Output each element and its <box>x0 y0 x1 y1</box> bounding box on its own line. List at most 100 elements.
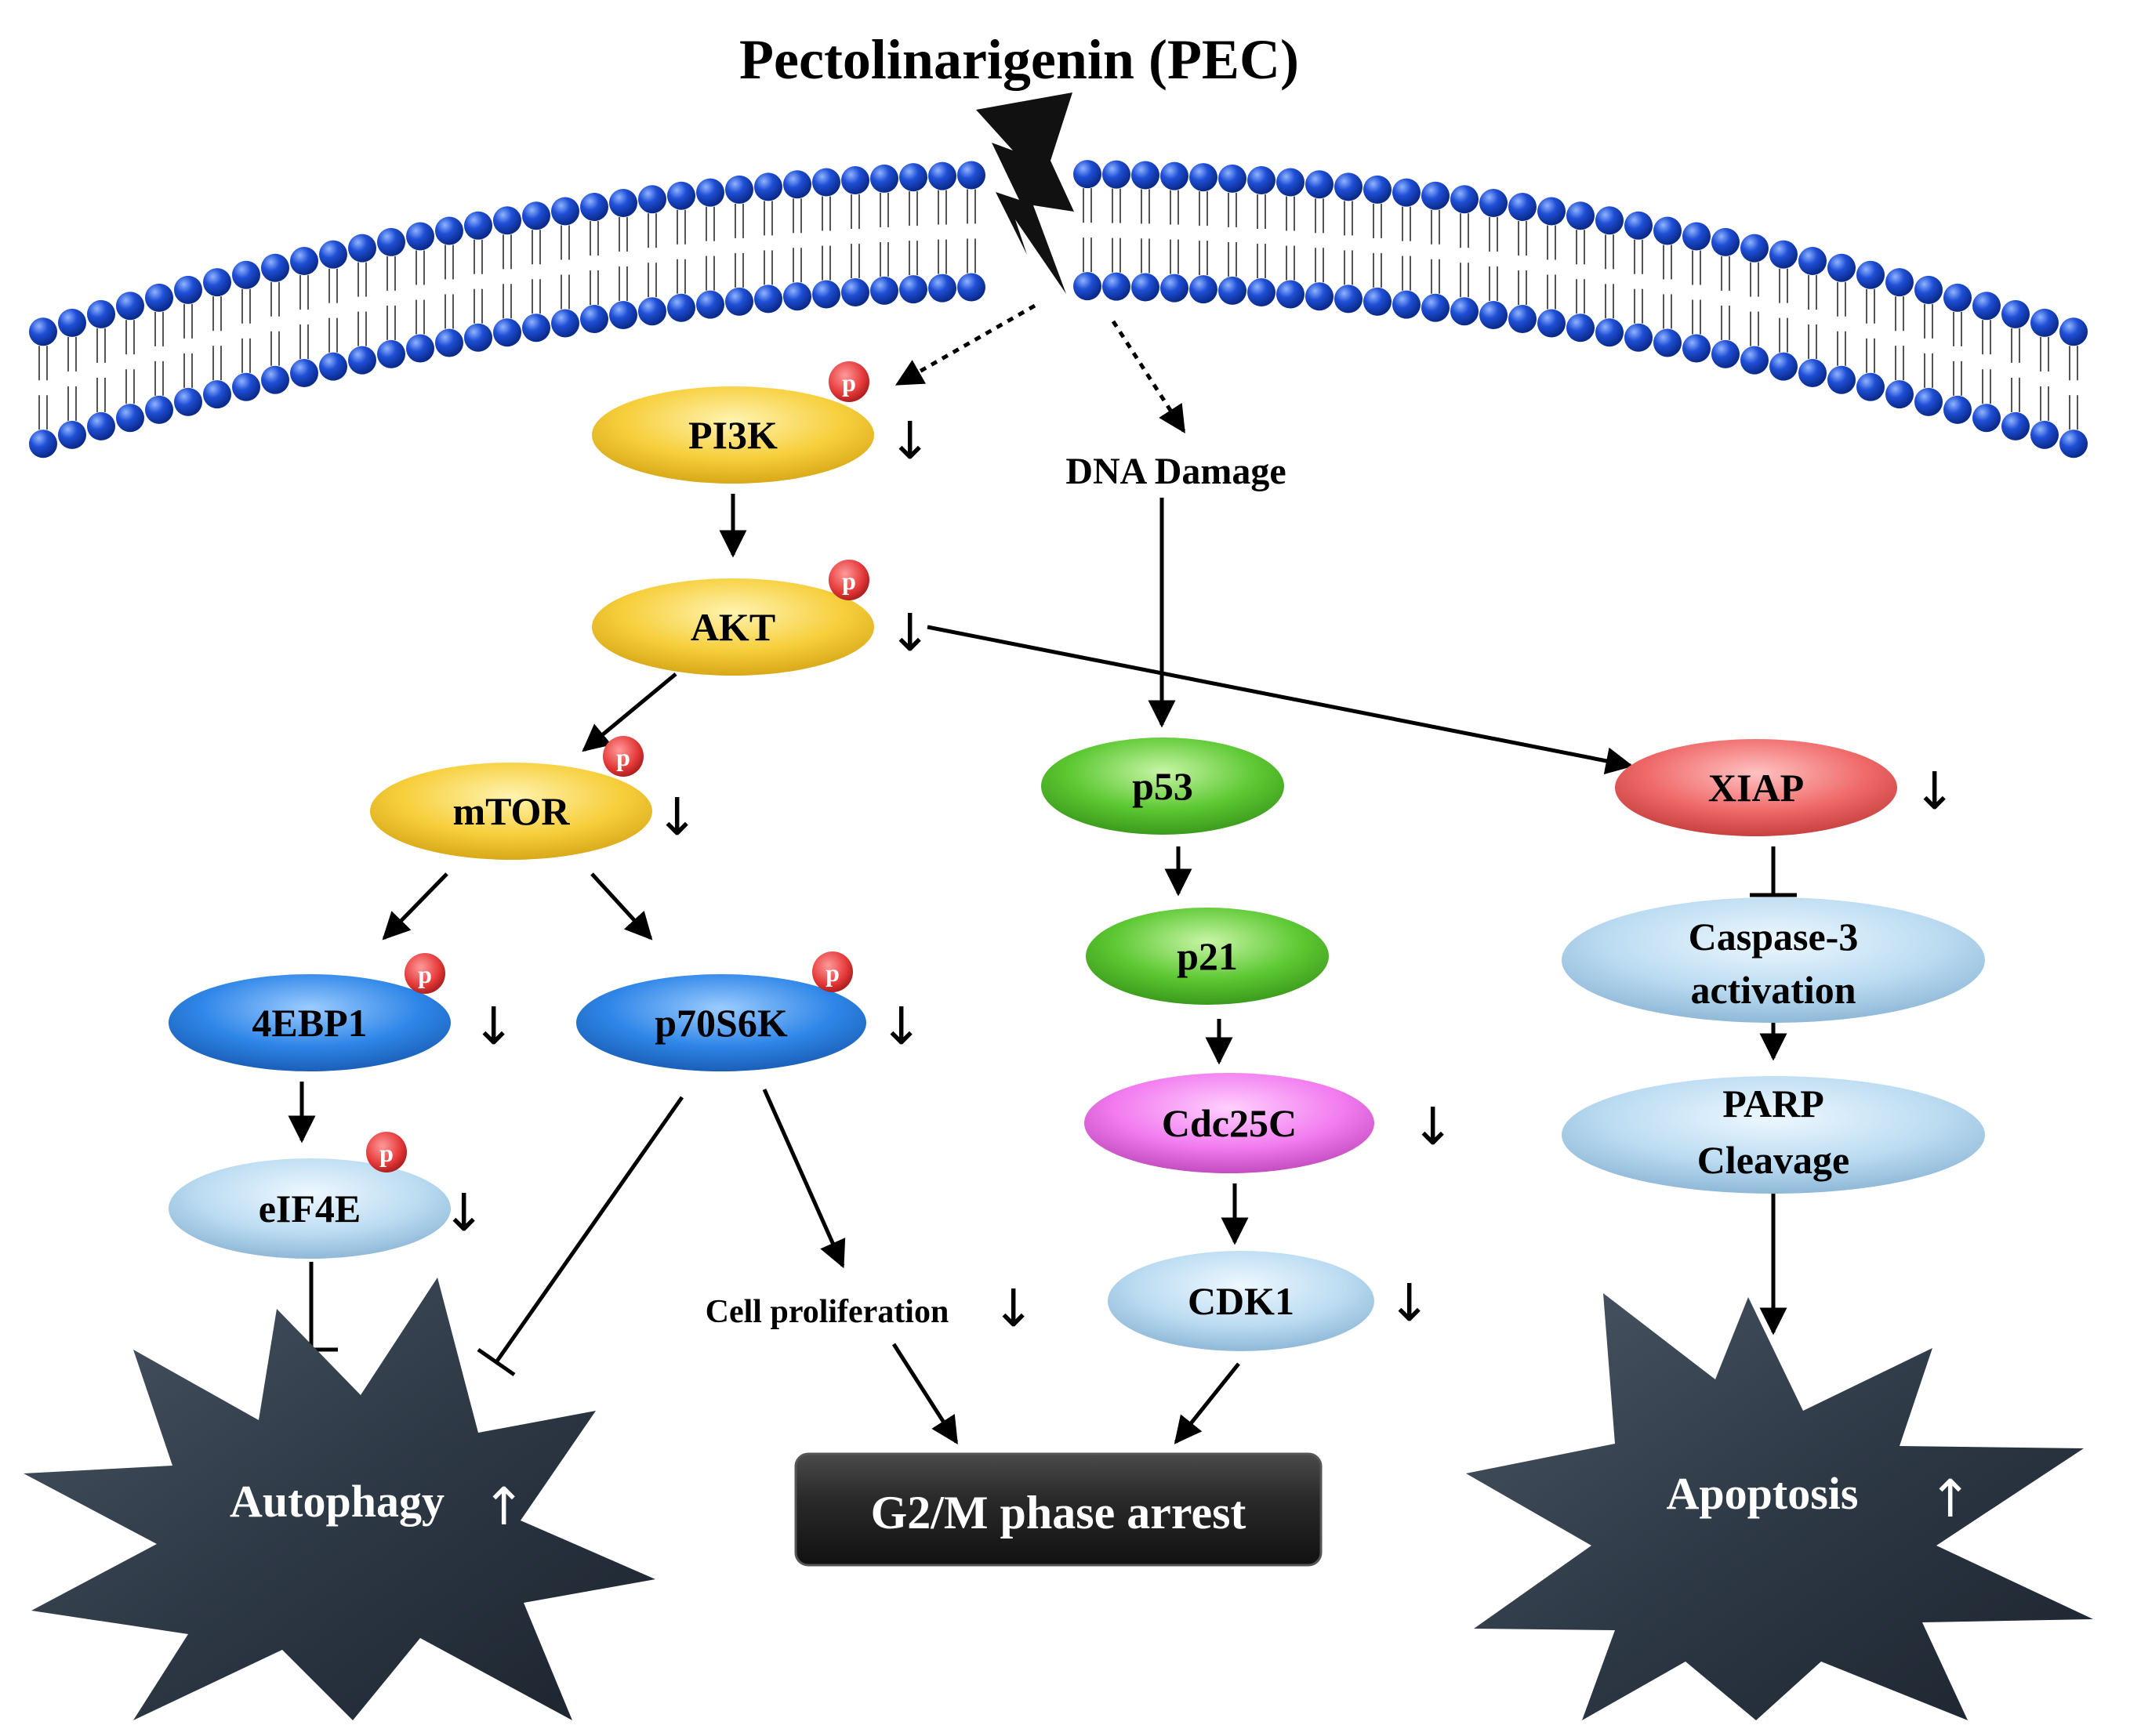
lipid-head <box>1073 160 1101 189</box>
lipid-head <box>754 172 782 201</box>
lipid-head <box>812 168 840 197</box>
lipid-head <box>1711 339 1740 368</box>
eif4e-label: eIF4E <box>259 1187 361 1230</box>
lipid-head <box>1276 280 1304 309</box>
lipid-head <box>116 404 144 433</box>
lipid-head <box>2001 411 2030 440</box>
lipid-head <box>638 297 666 326</box>
lipid-head <box>319 240 347 269</box>
lipid-head <box>1682 334 1711 363</box>
lipid-head <box>1189 163 1217 192</box>
lipid-head <box>1885 380 1914 409</box>
phospho-label-akt: p <box>842 567 856 595</box>
4ebp1-down-arrow-icon: ↓ <box>472 996 515 1056</box>
lipid-head <box>1740 234 1769 263</box>
lipid-head <box>1102 160 1130 189</box>
lipid-head <box>1334 285 1363 313</box>
lipid-head <box>841 166 869 195</box>
phospho-badge-4ebp1 <box>405 953 445 994</box>
lipid-head <box>522 201 550 230</box>
lipid-head <box>116 292 144 321</box>
cdc25c-down-arrow-icon: ↓ <box>1411 1096 1454 1157</box>
4ebp1-node <box>169 974 451 1071</box>
lipid-head <box>1798 247 1827 276</box>
lipid-head <box>174 275 202 304</box>
lipid-head <box>1334 172 1363 201</box>
lipid-head <box>899 163 927 192</box>
lipid-head <box>2059 429 2088 458</box>
apoptosis-up-arrow-icon: ↑ <box>1929 1469 1972 1529</box>
phospho-badges: p p p p p p <box>366 361 869 1172</box>
lipid-head <box>2030 308 2059 337</box>
lipid-head <box>1131 273 1159 302</box>
p70s6k-label: p70S6K <box>655 1001 788 1045</box>
g2m-label: G2/M phase arrest <box>871 1487 1246 1538</box>
lipid-head <box>1856 260 1885 289</box>
p70s6k-down-arrow-icon: ↓ <box>880 996 923 1056</box>
lipid-head <box>2059 317 2088 346</box>
lipid-head <box>1595 318 1624 347</box>
lipid-head <box>1392 290 1421 319</box>
mtor-node <box>370 763 652 860</box>
lipid-head <box>667 293 695 322</box>
change-indicators: ↓ ↓ ↓ ↓ ↓ ↓ ↓ ↓ ↓ ↓ ↑ ↑ <box>442 411 1972 1537</box>
lipid-head <box>1450 297 1479 326</box>
lipid-head <box>58 420 86 449</box>
arrows <box>288 494 1787 1444</box>
lipid-head <box>1508 193 1537 222</box>
phospho-badge-pi3k <box>829 361 869 402</box>
lipid-head <box>725 287 753 316</box>
lipid-head <box>551 197 579 226</box>
lipid-head <box>29 429 57 458</box>
cdk1-label: CDK1 <box>1188 1279 1294 1323</box>
g2m-box <box>794 1452 1323 1567</box>
lipid-head <box>1943 395 1972 424</box>
lipid-head <box>1537 197 1566 226</box>
dotted-arrow-to-dna-damage <box>1111 320 1186 433</box>
lipid-head <box>899 275 927 304</box>
cdc25c-label: Cdc25C <box>1162 1101 1297 1145</box>
lipid-head <box>1740 346 1769 375</box>
lipid-head <box>377 339 405 368</box>
phospho-label-eif4e: p <box>379 1139 394 1167</box>
lipid-head <box>87 299 115 328</box>
phospho-badge-p70s6k <box>812 951 853 992</box>
lipid-head <box>464 323 492 352</box>
lipid-head <box>1856 372 1885 401</box>
lipid-head <box>290 359 318 388</box>
p53-label: p53 <box>1132 764 1193 808</box>
parp-label-line2: Cleavage <box>1697 1138 1849 1182</box>
phospho-label-4ebp1: p <box>418 960 432 988</box>
inhibition-lines <box>285 846 1797 1377</box>
xiap-node <box>1615 739 1897 836</box>
lipid-head <box>1421 293 1450 322</box>
lipid-head <box>406 222 434 251</box>
lipid-head <box>1769 240 1798 269</box>
lipid-head <box>1160 161 1188 190</box>
dotted-arrow-to-pi3k <box>894 303 1036 386</box>
caspase-node <box>1562 897 1985 1023</box>
cdk1-down-arrow-icon: ↓ <box>1388 1273 1431 1333</box>
cdk1-node <box>1108 1251 1374 1351</box>
lipid-head <box>2030 420 2059 449</box>
akt-label: AKT <box>691 605 775 649</box>
mtor-label: mTOR <box>452 789 570 833</box>
parp-node <box>1562 1076 1985 1194</box>
lipid-head <box>261 253 289 282</box>
lipid-head <box>609 300 637 329</box>
title: Pectolinarigenin (PEC) <box>739 28 1299 91</box>
lipid-head <box>1943 283 1972 312</box>
autophagy-star <box>24 1278 655 1720</box>
lipid-head <box>667 181 695 210</box>
lipid-head <box>261 365 289 394</box>
lipid-head <box>319 352 347 381</box>
lipid-head <box>1160 274 1188 303</box>
lipid-head <box>1247 166 1275 195</box>
lipid-head <box>928 274 956 303</box>
lipid-head <box>1827 253 1856 282</box>
lipid-head <box>1102 272 1130 301</box>
lipid-head <box>754 285 782 313</box>
dna-damage-label: DNA Damage <box>1065 451 1286 492</box>
lipid-head <box>1479 300 1508 329</box>
lipid-head <box>725 175 753 204</box>
